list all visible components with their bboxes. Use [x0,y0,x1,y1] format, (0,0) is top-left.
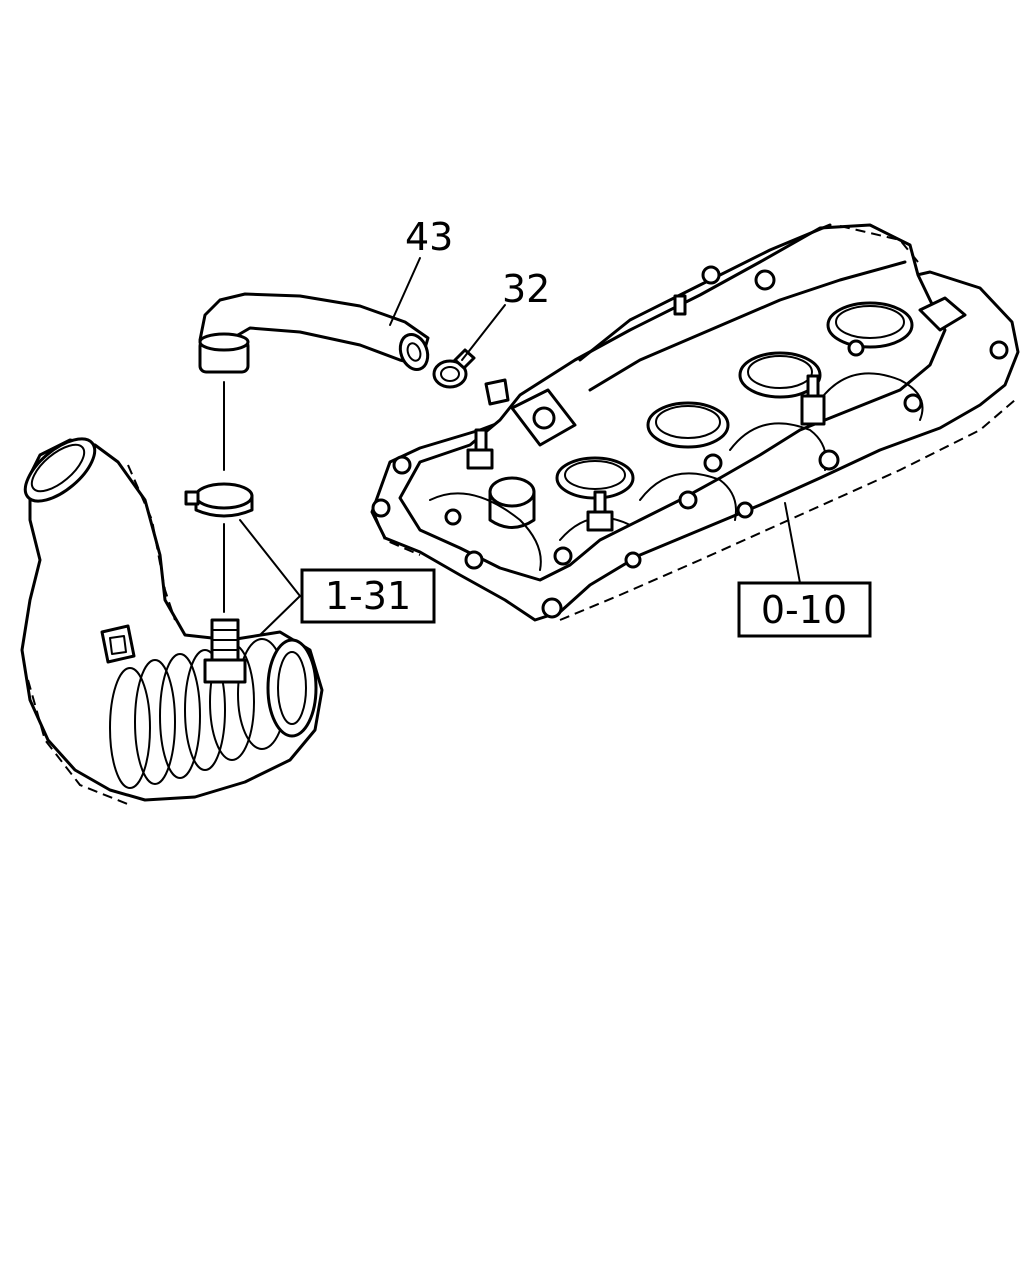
callout-0-10: 0-10 [761,588,847,632]
callout-43: 43 [405,215,453,259]
manifold-bolt-holes [371,265,1009,619]
leader-lines [239,257,801,636]
callout-1-31: 1-31 [325,574,411,618]
manifold-studs [466,294,826,532]
callout-box-0-10: 0-10 [737,581,872,638]
duct-bellows [109,638,318,789]
hose-clip-32 [432,348,476,389]
hose-clamp [184,482,254,518]
air-intake-duct [20,437,324,806]
callout-box-1-31: 1-31 [300,568,436,624]
intake-manifold [370,223,1020,622]
pcv-hose [198,292,430,374]
callout-32: 32 [502,267,550,311]
